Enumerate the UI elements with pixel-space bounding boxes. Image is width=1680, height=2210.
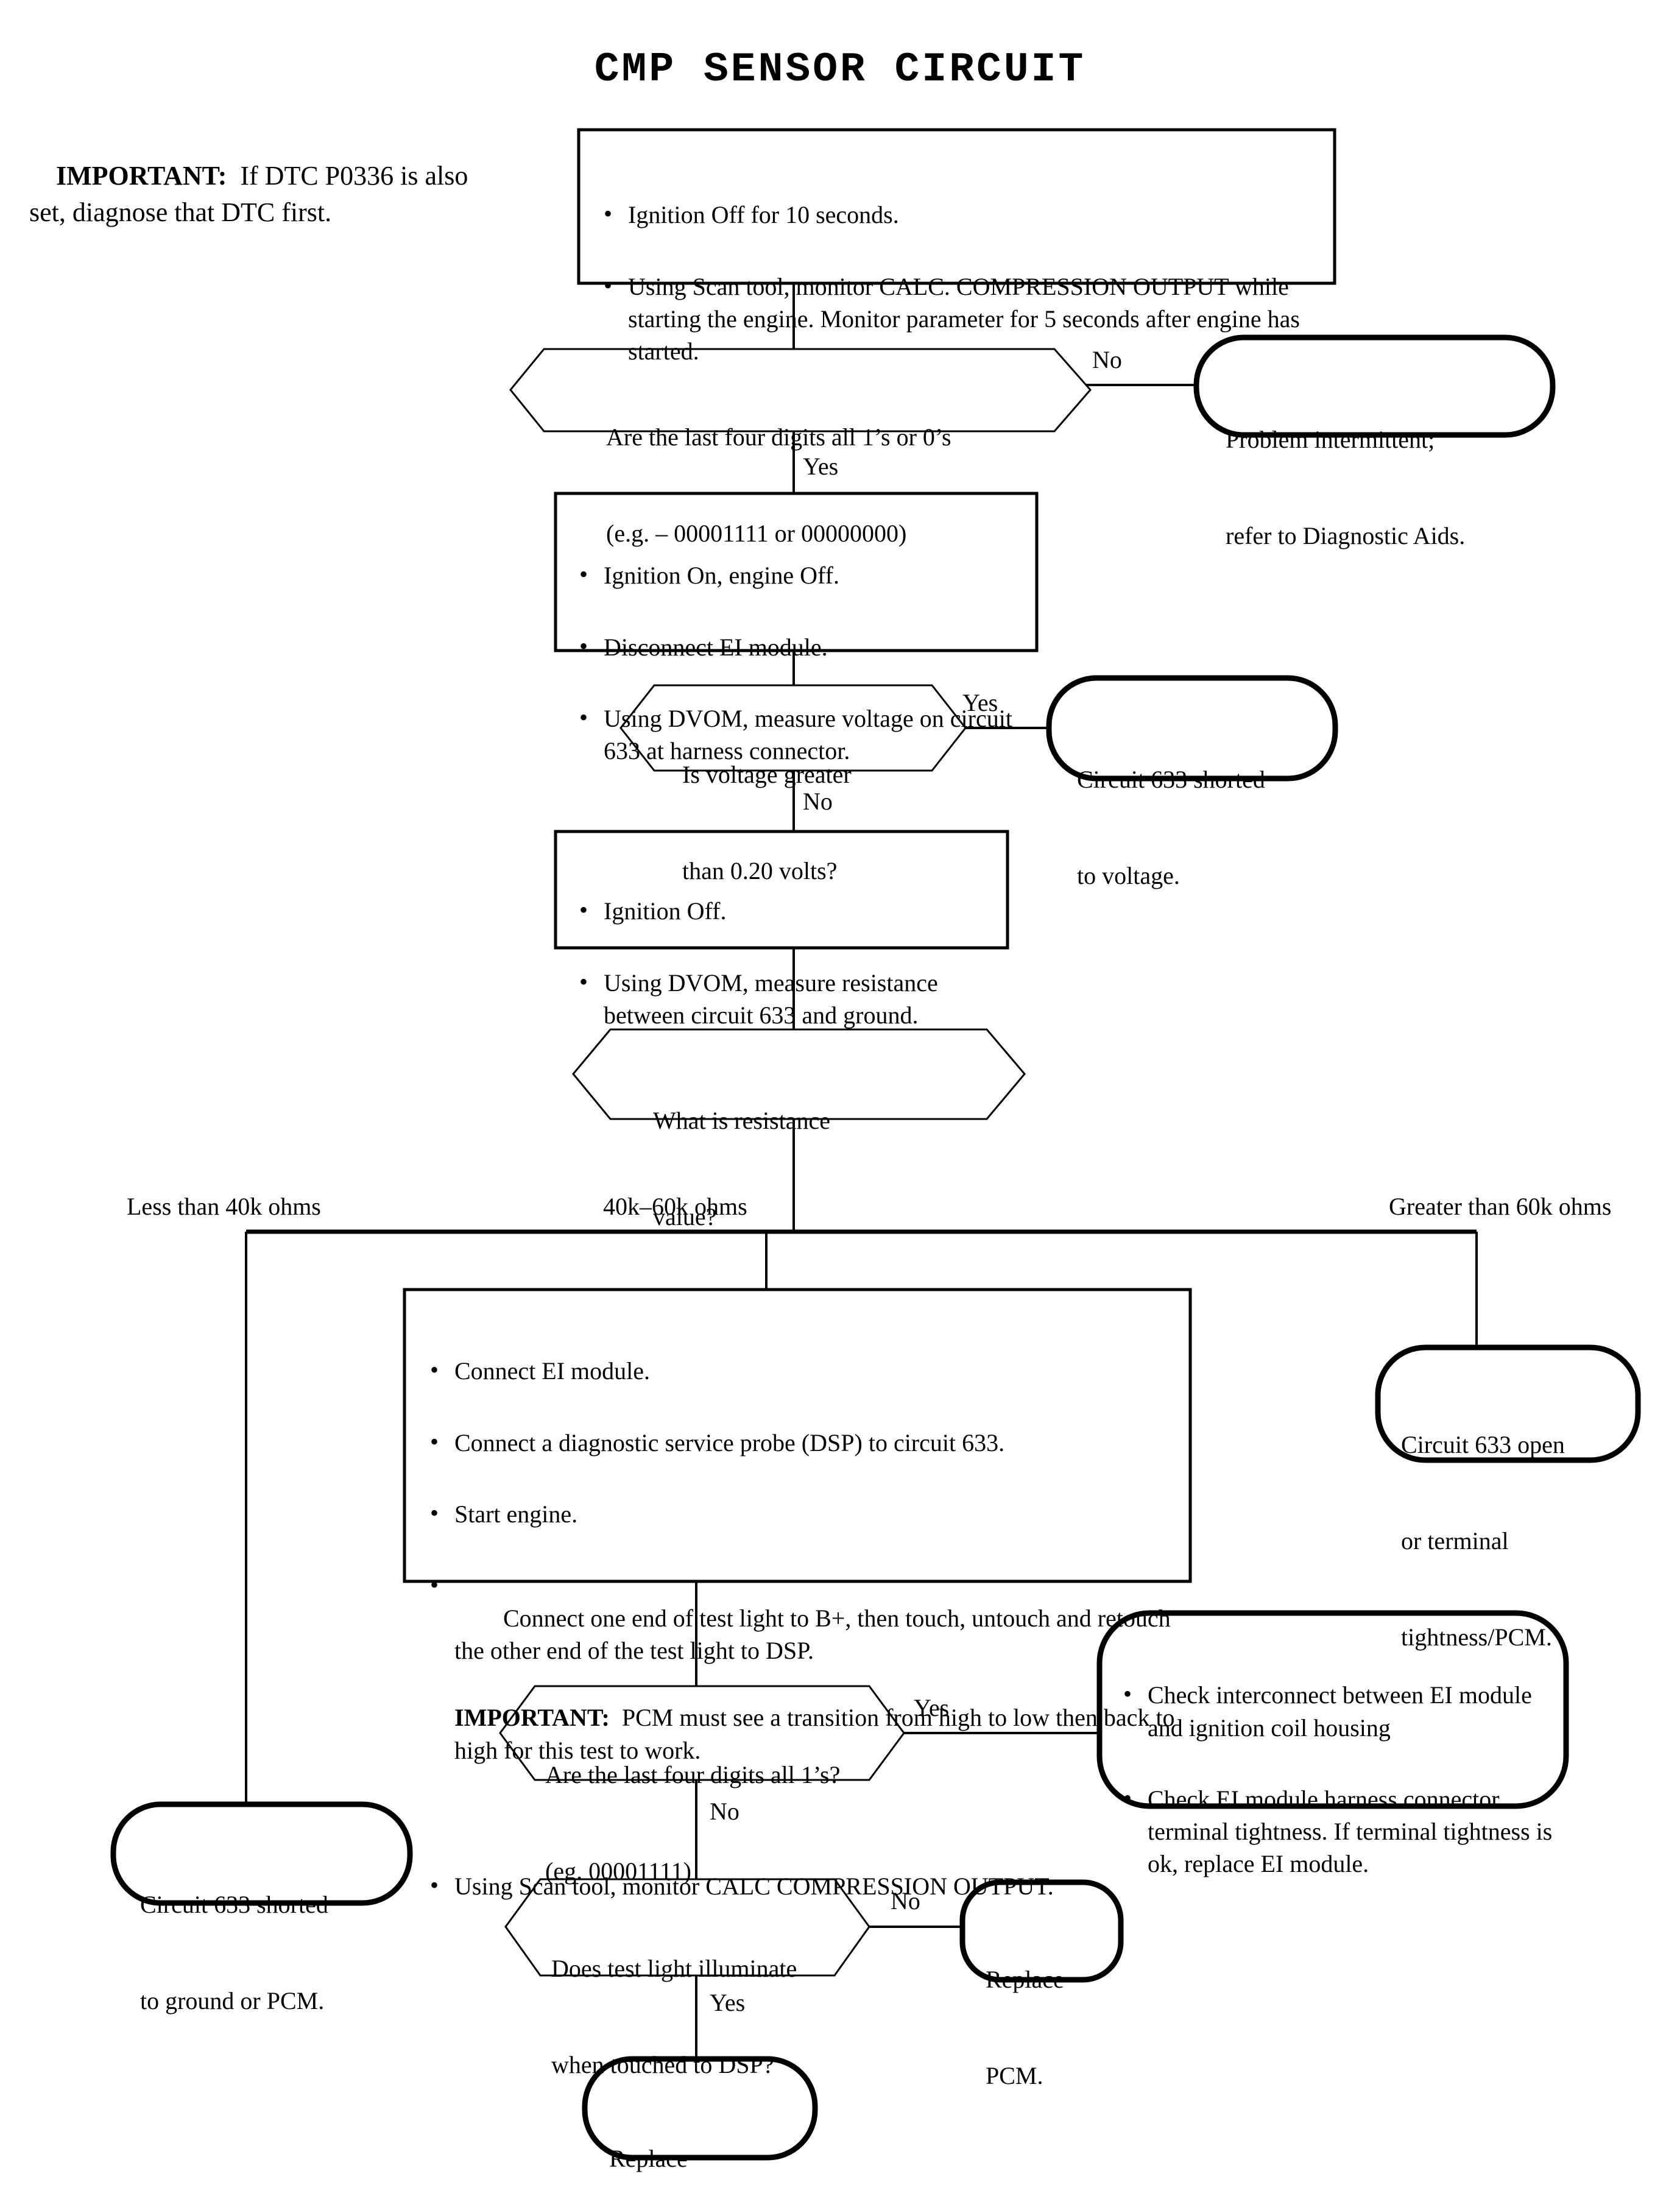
node-term-replace-pcm: Replace PCM. [986,1899,1120,2156]
edge-label-d4-no: No [710,1798,739,1825]
edge-label-resistance-less: Less than 40k ohms [127,1193,321,1220]
edge-label-d2-yes: Yes [962,689,998,716]
node-step3-bullet: Ignition Off. [579,894,1002,927]
node-decision4-line1: Are the last four digits all 1’s? [545,1760,841,1788]
node-term-replace-ei: Replace EI module. [609,2078,810,2210]
node-term-shorted-ground-line2: to ground or PCM. [140,1986,325,2014]
node-term-shorted-ground-line1: Circuit 633 shorted [140,1890,328,1918]
node-step4-bullet: Using Scan tool, monitor CALC COMPRESSIO… [430,1869,1176,1902]
node-step2-bullet: Disconnect EI module. [579,630,1026,663]
node-decision2-line2: than 0.20 volts? [682,856,838,884]
page-title: CMP SENSOR CIRCUIT [594,46,1086,93]
edge-label-d2-no: No [803,788,833,815]
node-step4-inline-note: IMPORTANT: PCM must see a transition fro… [454,1701,1176,1766]
important-note-text: If DTC P0336 is also set, diagnose that … [29,161,475,227]
node-term-check-interconnect: Check interconnect between EI module and… [1120,1628,1558,1932]
edge-label-resistance-mid: 40k–60k ohms [603,1193,747,1220]
node-term-intermittent-line1: Problem intermittent; [1226,425,1435,453]
node-step3: Ignition Off. Using DVOM, measure resist… [576,844,1002,1083]
node-step4-bullet-text: Connect one end of test light to B+, the… [454,1604,1177,1665]
node-decision1: Are the last four digits all 1’s or 0’s … [606,357,1069,614]
node-term-open-line1: Circuit 633 open [1401,1430,1565,1458]
node-decision3-line1: What is resistance [653,1106,830,1134]
node-term-intermittent: Problem intermittent; refer to Diagnosti… [1226,359,1542,616]
edge-label-resistance-greater: Greater than 60k ohms [1389,1193,1612,1220]
node-decision5: Does test light illuminate when touched … [551,1888,856,2145]
node-decision5-line1: Does test light illuminate [551,1954,797,1982]
node-step4-bullet: Connect EI module. [430,1354,1176,1387]
node-decision3-line2: value? [653,1202,717,1230]
node-term-replace-ei-line1: Replace [609,2144,688,2172]
node-term-replace-pcm-line1: Replace [986,1965,1064,1993]
important-note-label: IMPORTANT: [56,161,227,191]
edge-label-d1-no: No [1092,346,1122,373]
node-decision5-line2: when touched to DSP? [551,2050,774,2078]
node-term-replace-pcm-line2: PCM. [986,2061,1043,2089]
node-decision3: What is resistance value? [653,1040,933,1297]
node-step2-bullet: Ignition On, engine Off. [579,558,1026,591]
node-term-check-interconnect-bullet: Check interconnect between EI module and… [1123,1678,1558,1743]
node-term-open-line3: tightness/PCM. [1401,1623,1552,1651]
node-step2: Ignition On, engine Off. Disconnect EI m… [576,508,1026,819]
node-step2-bullet: Using DVOM, measure voltage on circuit 6… [579,701,1026,767]
edge-label-d4-yes: Yes [914,1694,950,1721]
node-step4-inline-note-label: IMPORTANT: [454,1704,610,1732]
edge-label-d1-yes: Yes [803,453,839,480]
node-decision2: Is voltage greater than 0.20 volts? [682,694,938,951]
node-decision1-line2: (e.g. – 00001111 or 00000000) [606,519,907,547]
node-decision2-line1: Is voltage greater [682,760,852,788]
node-term-shorted-voltage: Circuit 633 shorted to voltage. [1077,699,1333,956]
node-step1-bullet: Ignition Off for 10 seconds. [604,197,1325,231]
node-term-shorted-voltage-line1: Circuit 633 shorted [1077,765,1265,793]
edge-label-d5-yes: Yes [710,1989,746,2016]
node-term-check-interconnect-bullet: Check EI module harness connector termin… [1123,1782,1558,1880]
node-step4-inline-note-text: PCM must see a transition from high to l… [454,1704,1181,1764]
node-term-shorted-voltage-line2: to voltage. [1077,861,1180,889]
node-term-intermittent-line2: refer to Diagnostic Aids. [1226,521,1466,549]
important-note: IMPORTANT: If DTC P0336 is also set, dia… [29,122,510,267]
node-step4-bullet: Start engine. [430,1497,1176,1530]
node-term-open: Circuit 633 open or terminal tightness/P… [1401,1364,1632,1718]
node-step3-bullet: Using DVOM, measure resistance between c… [579,966,1002,1031]
node-decision4-line2: (eg. 00001111) [545,1857,691,1885]
node-term-shorted-ground: Circuit 633 shorted to ground or PCM. [140,1824,396,2081]
node-term-open-line2: or terminal [1401,1527,1509,1555]
node-step1: Ignition Off for 10 seconds. Using Scan … [600,147,1325,419]
node-step1-bullet: Using Scan tool, monitor CALC. COMPRESSI… [604,269,1325,368]
edge-label-d5-no: No [891,1887,920,1915]
node-step4-bullet: Connect one end of test light to B+, the… [430,1569,1177,1832]
node-decision4: Are the last four digits all 1’s? (eg. 0… [545,1695,886,1952]
node-step4: Connect EI module. Connect a diagnostic … [426,1304,1176,1954]
node-decision1-line1: Are the last four digits all 1’s or 0’s [606,423,951,451]
node-step4-bullet: Connect a diagnostic service probe (DSP)… [430,1425,1176,1459]
